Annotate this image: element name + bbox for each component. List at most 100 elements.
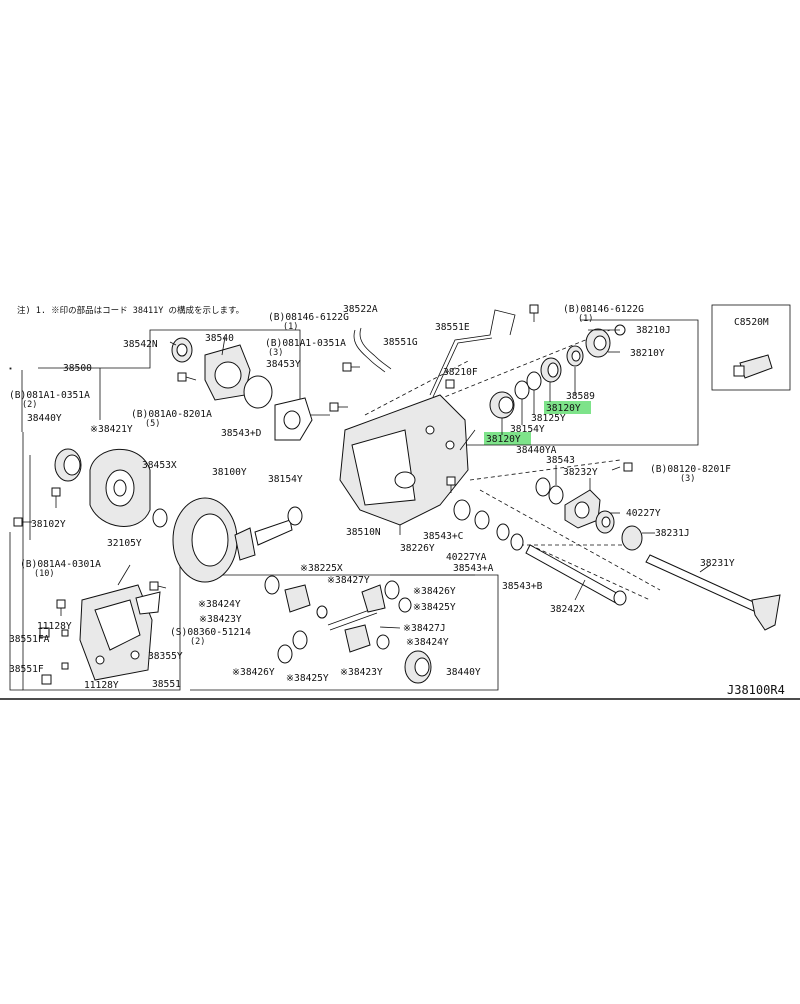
pin-38427y-2: [329, 612, 378, 631]
part-label: (S)08360-51214: [170, 627, 251, 638]
part-label: 38551G: [383, 337, 418, 348]
part-label: 32105Y: [107, 538, 142, 549]
diagram-reference: J38100R4: [727, 683, 785, 697]
part-label: (B)08120-8201F: [650, 464, 731, 475]
oring-38543d: [243, 375, 273, 409]
part-label: 38102Y: [31, 519, 66, 530]
part-label: 38231Y: [700, 558, 735, 569]
seal-38542n: [171, 337, 193, 363]
frame-dot: [9, 367, 12, 370]
leader-38231y: [699, 564, 711, 573]
gasket-cover: [135, 591, 161, 615]
side-gear-lower: [344, 624, 371, 653]
part-label: 38453Y: [266, 359, 301, 370]
oring-38543: [548, 485, 564, 505]
frame-diff-box: [190, 574, 499, 691]
part-label: (B)081A1-0351A: [9, 390, 90, 401]
side-flange-38540: [204, 344, 251, 401]
bolt-icon: [177, 372, 197, 382]
bolt-icon: [529, 304, 539, 322]
bolt-icon: [149, 581, 167, 591]
part-label: 38100Y: [212, 467, 247, 478]
housing-38510n: [339, 394, 469, 526]
highlight-38120y-lower: [484, 432, 531, 445]
plug-38551fa: [39, 627, 69, 638]
bolt-icon: [611, 462, 633, 472]
part-label: (2): [190, 637, 205, 647]
breather-pipe-2: [432, 337, 493, 398]
part-label: 38543: [546, 455, 575, 466]
part-label: (B)08146-6122G: [268, 312, 349, 323]
spacer-38154y-lower: [287, 506, 303, 526]
part-label: ※38424Y: [406, 637, 449, 648]
bolt-icon: [445, 379, 455, 389]
frame-cover-right: [110, 560, 181, 691]
part-label: (3): [268, 348, 283, 358]
collar-38125y: [526, 371, 542, 391]
shaft-38242x: [525, 544, 627, 606]
part-label: 38542N: [123, 339, 158, 350]
part-label: (B)081A4-0301A: [20, 559, 101, 570]
part-label-highlighted: 38120Y: [546, 403, 581, 414]
part-label: ※38426Y: [232, 667, 275, 678]
part-label: ※38424Y: [198, 599, 241, 610]
bolt-icon: [446, 476, 456, 493]
part-label-highlighted: 38120Y: [486, 434, 521, 445]
part-label: ※38225X: [300, 563, 343, 574]
part-label: (B)081A1-0351A: [265, 338, 346, 349]
dash-top-1: [364, 359, 471, 416]
pinion-gear-right: [361, 584, 386, 613]
part-label: 38543+D: [221, 428, 262, 439]
seal-40227ya: [474, 510, 490, 530]
part-label: 38232Y: [563, 467, 598, 478]
bolt-icon: [56, 599, 66, 616]
bearing-38120y-outer: [540, 357, 562, 383]
part-label: 11128Y: [37, 621, 72, 632]
part-label: (1): [578, 314, 593, 324]
seal-40227y: [595, 510, 615, 534]
bolt-icon: [342, 362, 360, 372]
part-label: 38210F: [443, 367, 478, 378]
washer-38425y: [398, 597, 412, 613]
bolt-icon: [51, 487, 61, 508]
ring-gear-38100y: [172, 497, 238, 583]
leader-38120y: [459, 429, 476, 451]
part-label: (10): [34, 569, 54, 579]
bolt-icon: [329, 402, 348, 412]
part-label: (2): [22, 400, 37, 410]
footnote: 注) 1. ※印の部品はコード 38411Y の構成を示します。: [17, 305, 244, 316]
plug-38551f: [41, 662, 69, 685]
part-label: ※38426Y: [413, 586, 456, 597]
part-label: 38226Y: [400, 543, 435, 554]
inset-frame: [711, 304, 791, 391]
part-label: 38453X: [142, 460, 177, 471]
part-label: 11128Y: [84, 680, 119, 691]
leader-38542n: [169, 341, 177, 346]
part-label: ※38423Y: [340, 667, 383, 678]
washer-38424y: [264, 575, 280, 595]
washer-38424y-lower: [376, 634, 390, 650]
breather-pipe: [429, 309, 516, 396]
bearing-38440y-right: [404, 650, 432, 684]
oring-38440ya: [535, 477, 551, 497]
part-label: 38154Y: [510, 424, 545, 435]
part-label: 38510N: [346, 527, 381, 538]
part-label: (5): [145, 419, 160, 429]
part-label: ※38425Y: [413, 602, 456, 613]
part-label: 38540: [205, 333, 234, 344]
stud-32105y: [117, 564, 131, 586]
part-label: 38551F: [9, 664, 44, 675]
frame-left-outer: [9, 532, 23, 691]
part-label: 38440YA: [516, 445, 557, 456]
part-label: 38125Y: [531, 413, 566, 424]
flange-38210y: [585, 328, 611, 358]
dash-side-2: [479, 489, 661, 591]
part-label: (B)081A0-8201A: [131, 409, 212, 420]
part-label: (3): [680, 474, 695, 484]
oring-38543a: [496, 523, 510, 541]
grease-tube-icon: [733, 354, 773, 379]
rear-cover-38355y: [79, 584, 153, 681]
part-label: 38522A: [343, 304, 378, 315]
